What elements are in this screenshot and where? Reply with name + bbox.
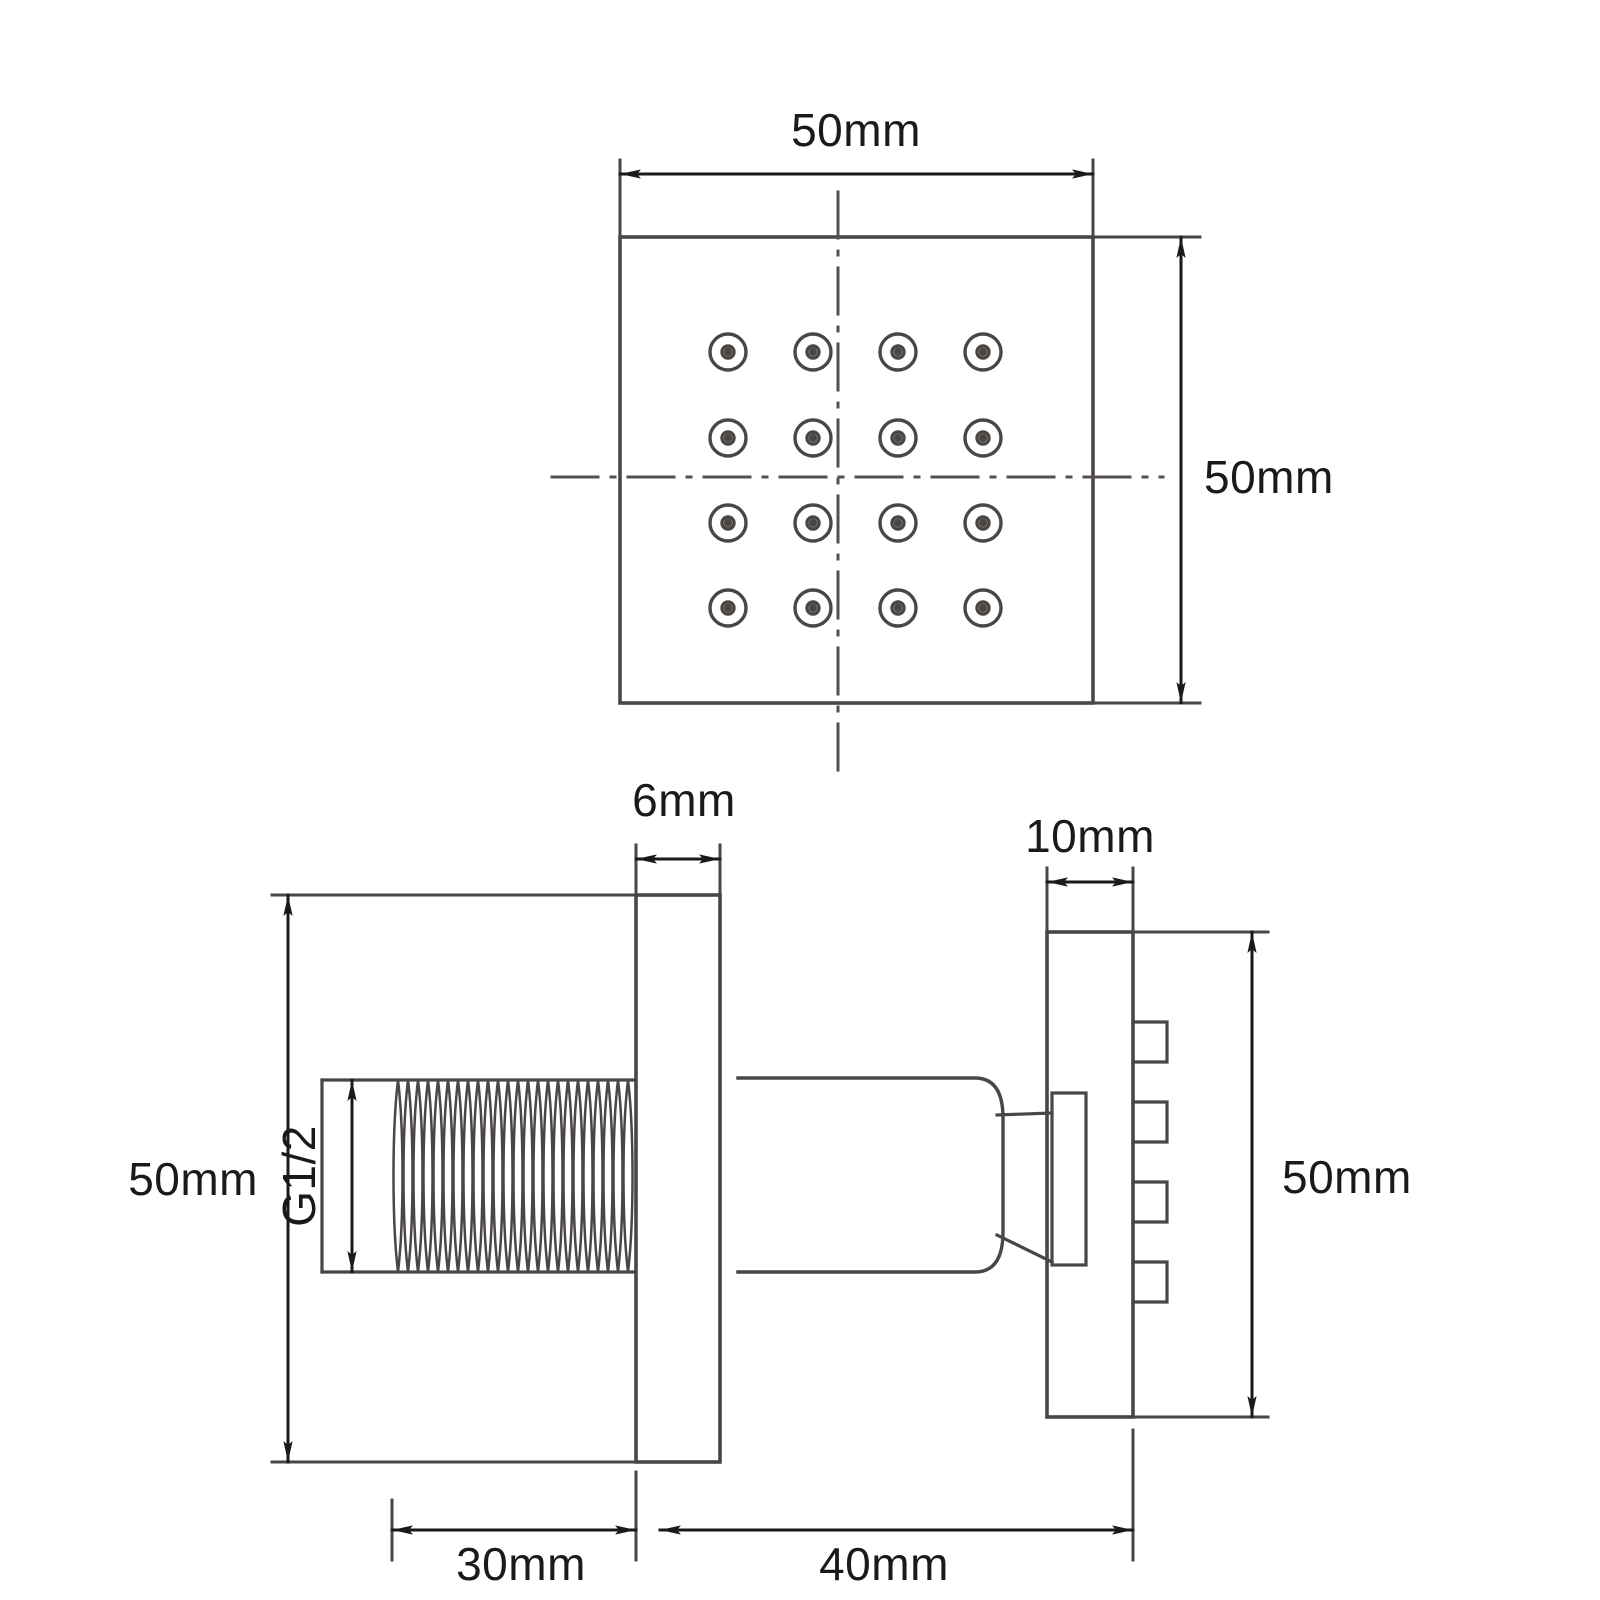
nozzle-hole — [793, 588, 833, 628]
nozzle-hole — [793, 332, 833, 372]
dimension-label-front-height: 50mm — [1204, 451, 1334, 503]
face-plate-outline — [1045, 930, 1135, 1419]
dimension-label-wall-plate-thickness: 6mm — [632, 774, 736, 826]
nozzle-tab — [1131, 1180, 1169, 1224]
nozzle-hole — [793, 503, 833, 543]
nozzle-hole — [878, 503, 918, 543]
thread-profile — [392, 1078, 634, 1274]
nozzle-hole — [878, 418, 918, 458]
dimension-side-height-right — [1123, 930, 1270, 1419]
dimension-label-side-height-right: 50mm — [1282, 1151, 1412, 1203]
dimension-label-thread-spec: G1/2 — [273, 1125, 325, 1227]
dimension-front-height — [1083, 235, 1202, 705]
dimension-front-width — [618, 158, 1095, 248]
face-plate-nozzle-tabs — [1131, 1020, 1169, 1304]
dimension-label-front-width: 50mm — [791, 104, 921, 156]
nozzle-hole — [708, 418, 748, 458]
nozzle-hole — [708, 588, 748, 628]
dimension-thread-length — [390, 1470, 638, 1562]
dimension-label-thread-length: 30mm — [456, 1538, 586, 1590]
swivel-joint-collar — [1050, 1091, 1088, 1267]
nozzle-hole — [878, 588, 918, 628]
dimension-side-height-left — [270, 893, 648, 1464]
dimension-label-side-height-left: 50mm — [128, 1153, 258, 1205]
dimension-label-face-plate-thickness: 10mm — [1025, 810, 1155, 862]
dimension-thread-diameter — [336, 1078, 442, 1274]
front-face-view — [550, 190, 1165, 772]
nozzle-hole — [963, 503, 1003, 543]
dimension-arm-length — [658, 1428, 1135, 1562]
nozzle-hole — [708, 503, 748, 543]
nozzle-hole — [963, 588, 1003, 628]
nozzle-hole — [878, 332, 918, 372]
nozzle-tab — [1131, 1020, 1169, 1064]
wall-flange-plate — [634, 893, 722, 1464]
front-plate-outline — [618, 235, 1095, 705]
nozzle-hole — [963, 332, 1003, 372]
thread-body-outline — [320, 1078, 638, 1274]
nozzle-tab — [1131, 1100, 1169, 1144]
swivel-joint-cone — [994, 1111, 1055, 1265]
nozzle-tab — [1131, 1260, 1169, 1304]
dimension-label-arm-length: 40mm — [819, 1538, 949, 1590]
side-section-view — [320, 893, 1169, 1464]
nozzle-hole — [708, 332, 748, 372]
nozzle-hole — [963, 418, 1003, 458]
jet-arm-barrel — [736, 1076, 1005, 1274]
nozzle-hole — [793, 418, 833, 458]
nozzle-hole-grid — [708, 332, 1003, 628]
